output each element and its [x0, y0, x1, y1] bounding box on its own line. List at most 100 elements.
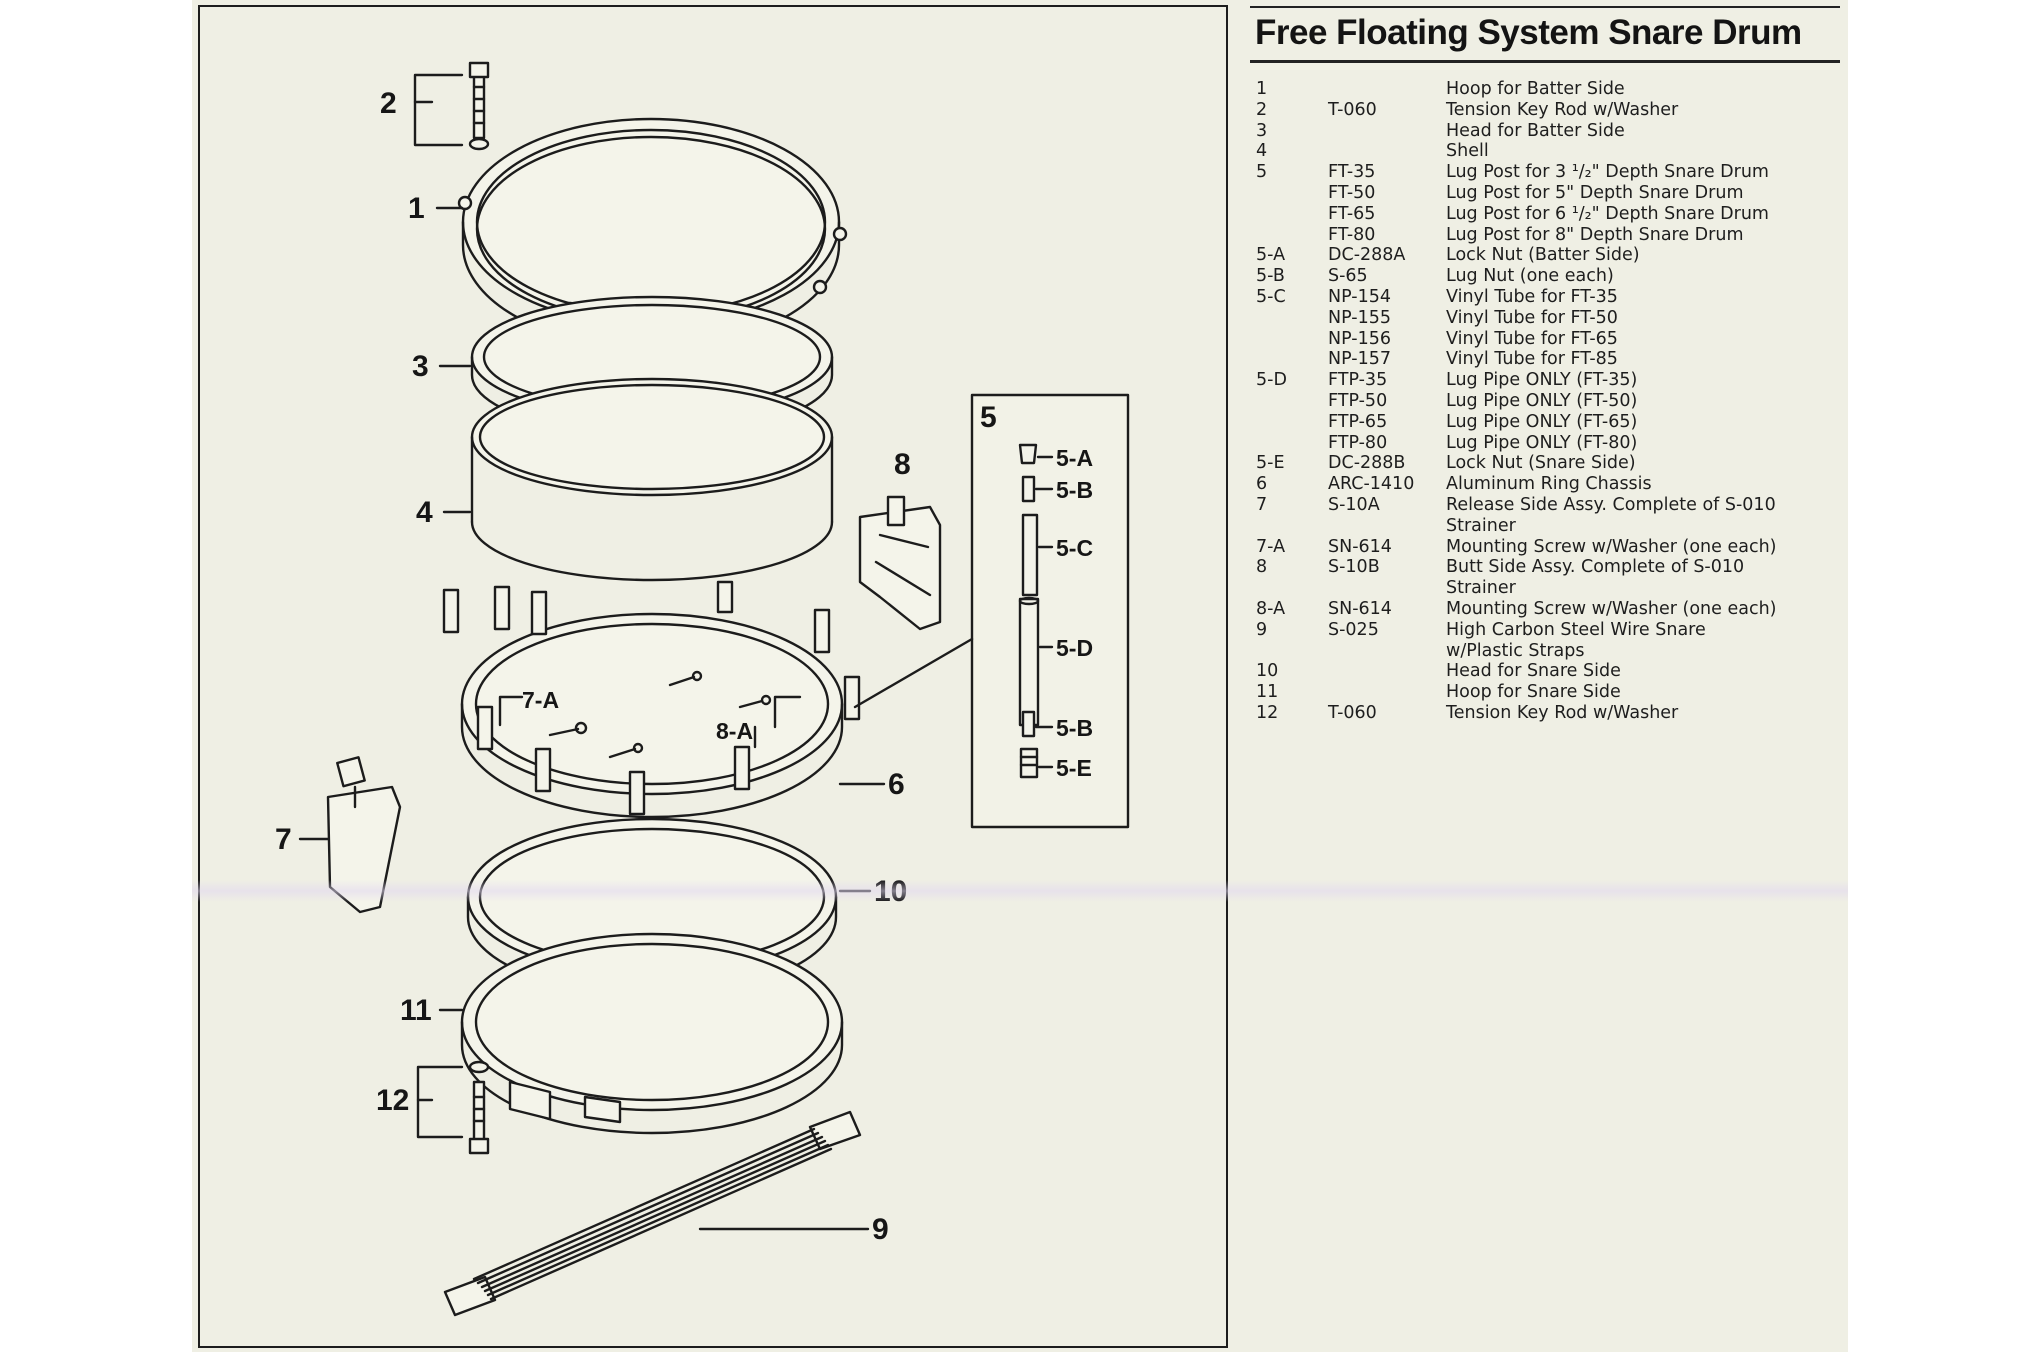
callout-5: 5 — [980, 401, 997, 434]
callout-7a: 7-A — [522, 687, 559, 713]
part-code: FTP-35 — [1328, 370, 1388, 391]
callout-7: 7 — [275, 823, 292, 856]
table-row: FTP-65 Lug Pipe ONLY (FT-65) — [1256, 412, 1826, 433]
table-row: w/Plastic Straps — [1256, 641, 1826, 662]
part-description: Lug Post for 8" Depth Snare Drum — [1446, 224, 1744, 245]
part-description: Vinyl Tube for FT-50 — [1446, 307, 1618, 328]
part-number — [1256, 391, 1328, 412]
part-code: DC-288B — [1328, 453, 1406, 474]
part-number: 5-C — [1256, 286, 1286, 307]
table-row: 5 FT-35 Lug Post for 3 ¹/₂" Depth Snare Dr… — [1256, 162, 1826, 183]
part-description: Aluminum Ring Chassis — [1446, 474, 1652, 495]
part-number: 10 — [1256, 661, 1279, 682]
release-side-assy-part — [326, 756, 402, 914]
part-description: Lug Post for 5" Depth Snare Drum — [1446, 182, 1744, 203]
part-code: S-10A — [1328, 494, 1380, 515]
part-description: Shell — [1446, 141, 1489, 162]
part-description: Tension Key Rod w/Washer — [1446, 702, 1679, 723]
part-code — [1328, 578, 1446, 599]
part-description: Strainer — [1446, 515, 1516, 536]
part-description: Lug Post for 6 ¹/₂" Depth Snare Drum — [1446, 203, 1769, 224]
part-code: NP-157 — [1328, 349, 1391, 370]
callout-10: 10 — [874, 875, 907, 908]
tension-key-rod-bottom-part — [468, 1060, 490, 1155]
part-description: Head for Batter Side — [1446, 120, 1625, 141]
part-description: High Carbon Steel Wire Snare — [1446, 619, 1706, 640]
part-number — [1256, 578, 1328, 599]
callout-9: 9 — [872, 1213, 889, 1246]
part-code: FTP-80 — [1328, 432, 1388, 453]
part-code: FT-65 — [1328, 203, 1376, 224]
part-code: NP-156 — [1328, 328, 1391, 349]
part-number — [1256, 204, 1328, 225]
part-description: Lug Pipe ONLY (FT-50) — [1446, 390, 1638, 411]
shell-part — [470, 377, 834, 582]
title-divider — [1250, 60, 1840, 63]
part-description: Hoop for Snare Side — [1446, 682, 1621, 703]
part-description: w/Plastic Straps — [1446, 640, 1585, 661]
table-row: Strainer — [1256, 516, 1826, 537]
callout-5e: 5-E — [1056, 755, 1092, 781]
part-description: Vinyl Tube for FT-35 — [1446, 286, 1618, 307]
part-code: SN-614 — [1328, 598, 1392, 619]
callout-2-leader — [413, 73, 464, 147]
table-row: 9 S-025 High Carbon Steel Wire Snare — [1256, 620, 1826, 641]
part-code: SN-614 — [1328, 536, 1392, 557]
part-number: 8-A — [1256, 598, 1286, 619]
part-number: 2 — [1256, 99, 1268, 120]
ring-chassis-part — [442, 580, 861, 819]
part-code: S-65 — [1328, 266, 1368, 287]
part-code: T-060 — [1328, 702, 1377, 723]
part-number — [1256, 641, 1328, 662]
part-code: S-10B — [1328, 557, 1380, 578]
part-number: 5 — [1256, 162, 1268, 183]
part-number: 6 — [1256, 474, 1268, 495]
part-number — [1256, 183, 1328, 204]
table-row: FT-50 Lug Post for 5" Depth Snare Drum — [1256, 183, 1826, 204]
part-number: 9 — [1256, 619, 1268, 640]
callout-7a-8a-leaders — [498, 695, 802, 749]
part-code: FTP-65 — [1328, 411, 1388, 432]
part-code: ARC-1410 — [1328, 474, 1415, 495]
tension-key-rod-top-part — [468, 61, 490, 151]
part-code — [1328, 682, 1446, 703]
part-description: Lug Pipe ONLY (FT-65) — [1446, 411, 1638, 432]
lug-detail-box — [853, 393, 1130, 829]
callout-8: 8 — [894, 448, 911, 481]
part-description: Butt Side Assy. Complete of S-010 — [1446, 557, 1745, 578]
callout-5a: 5-A — [1056, 445, 1093, 471]
page-title: Free Floating System Snare Drum — [1250, 6, 1840, 54]
part-description: Mounting Screw w/Washer (one each) — [1446, 536, 1777, 557]
part-code: NP-155 — [1328, 307, 1391, 328]
callout-5d: 5-D — [1056, 635, 1093, 661]
part-description: Release Side Assy. Complete of S-010 — [1446, 494, 1776, 515]
part-code: S-025 — [1328, 619, 1379, 640]
callout-3: 3 — [412, 350, 429, 383]
part-description: Tension Key Rod w/Washer — [1446, 99, 1679, 120]
exploded-diagram: 2 1 3 4 8 5 5-A 5-B 5-C 5-D 5-B 5-E 7-A … — [275, 61, 1130, 1317]
part-code — [1328, 661, 1446, 682]
part-number — [1256, 412, 1328, 433]
table-row: FT-65 Lug Post for 6 ¹/₂" Depth Snare Dru… — [1256, 204, 1826, 225]
part-number: 5-B — [1256, 266, 1285, 287]
part-description: Lug Nut (one each) — [1446, 266, 1614, 287]
part-description: Lug Pipe ONLY (FT-35) — [1446, 370, 1638, 391]
part-description: Lug Post for 3 ¹/₂" Depth Snare Drum — [1446, 162, 1769, 183]
part-code: FT-35 — [1328, 162, 1376, 183]
part-code: FT-50 — [1328, 182, 1376, 203]
